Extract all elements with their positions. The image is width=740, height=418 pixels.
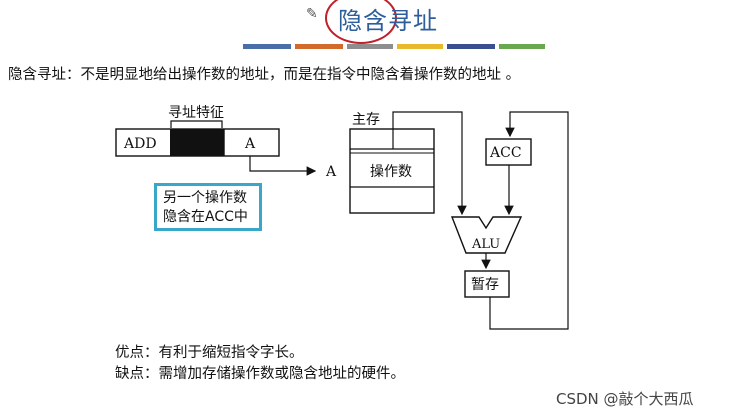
pencil-icon: ✎ [306, 6, 318, 22]
stripe-segment-2 [295, 44, 343, 49]
address-arrow [249, 156, 317, 176]
alu-unit [450, 216, 523, 254]
memory-to-alu-arrow [392, 111, 467, 216]
watermark: CSDN @敲个大西瓜 [556, 390, 694, 408]
alu-label: ALU [471, 237, 500, 252]
stripe-segment-5 [447, 44, 495, 49]
feedback-arrow [489, 111, 569, 330]
feature-field [170, 129, 224, 156]
memory-label: 主存 [352, 112, 380, 128]
note-box: 另一个操作数 隐含在ACC中 [154, 183, 262, 231]
acc-label: ACC [489, 145, 522, 161]
stripe-segment-1 [243, 44, 291, 49]
address-output-label: A [325, 164, 337, 180]
slide-title: 隐含寻址 [338, 7, 438, 35]
definition-text: 隐含寻址：不是明显地给出操作数的地址，而是在指令中隐含着操作数的地址 。 [8, 67, 521, 83]
temp-label: 暂存 [471, 277, 499, 293]
cons-text: 缺点：需增加存储操作数或隐含地址的硬件。 [115, 366, 405, 382]
operand-cell: 操作数 [370, 164, 412, 180]
stripe-segment-4 [397, 44, 443, 49]
stripe-segment-6 [499, 44, 545, 49]
temp-register [464, 270, 510, 298]
address-field: A [244, 136, 256, 152]
note-line-1: 另一个操作数 [163, 190, 247, 206]
stripe-segment-3 [347, 44, 393, 49]
note-line-2: 隐含在ACC中 [163, 209, 248, 225]
pros-cons: 优点：有利于缩短指令字长。 缺点：需增加存储操作数或隐含地址的硬件。 [115, 343, 405, 385]
opcode-field: ADD [123, 136, 157, 152]
title-highlight-circle [325, 0, 397, 44]
feature-bracket [170, 120, 223, 128]
feature-label: 寻址特征 [168, 105, 224, 121]
pros-text: 优点：有利于缩短指令字长。 [115, 345, 304, 361]
main-memory [349, 128, 435, 214]
